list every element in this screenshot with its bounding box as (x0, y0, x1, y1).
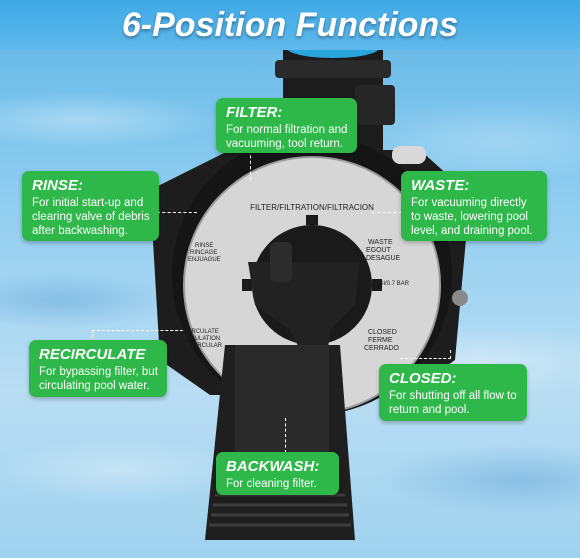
callout-closed-heading: CLOSED: (389, 370, 457, 387)
dial-pressure-label: 10 PSI/0.7 BAR (367, 281, 410, 287)
connector-filter (250, 150, 251, 180)
callout-closed-text: For shutting off all flow to return and … (389, 390, 517, 416)
callout-filter: FILTER: For normal filtration and vacuum… (216, 98, 357, 153)
callout-rinse-heading: RINSE: (32, 177, 83, 194)
connector-backwash (285, 418, 286, 453)
callout-waste: WASTE: For vacuuming directly to waste, … (401, 171, 547, 241)
callout-backwash-text: For cleaning filter. (226, 478, 317, 490)
connector-recirculate (92, 330, 183, 343)
callout-closed: CLOSED: For shutting off all flow to ret… (379, 364, 527, 421)
callout-waste-heading: WASTE: (411, 177, 470, 194)
callout-recirculate-heading: RECIRCULATE (39, 346, 146, 363)
valve-handle (248, 262, 360, 350)
callout-waste-text: For vacuuming directly to waste, lowerin… (411, 197, 533, 237)
callout-rinse-text: For initial start-up and clearing valve … (32, 197, 150, 237)
callout-filter-text: For normal filtration and vacuuming, too… (226, 124, 348, 150)
callout-backwash-heading: BACKWASH: (226, 458, 320, 475)
dial-top-label: FILTER/FILTRATION/FILTRACION (250, 203, 374, 212)
connector-waste (372, 212, 402, 213)
callout-filter-heading: FILTER: (226, 104, 283, 121)
callout-rinse: RINSE: For initial start-up and clearing… (22, 171, 159, 241)
connector-closed (400, 350, 451, 359)
connector-rinse (157, 212, 197, 213)
callout-recirculate-text: For bypassing filter, but circulating po… (39, 366, 158, 392)
page-title: 6-Position Functions (0, 0, 580, 50)
callout-backwash: BACKWASH: For cleaning filter. (216, 452, 339, 495)
callout-recirculate: RECIRCULATE For bypassing filter, but ci… (29, 340, 167, 397)
